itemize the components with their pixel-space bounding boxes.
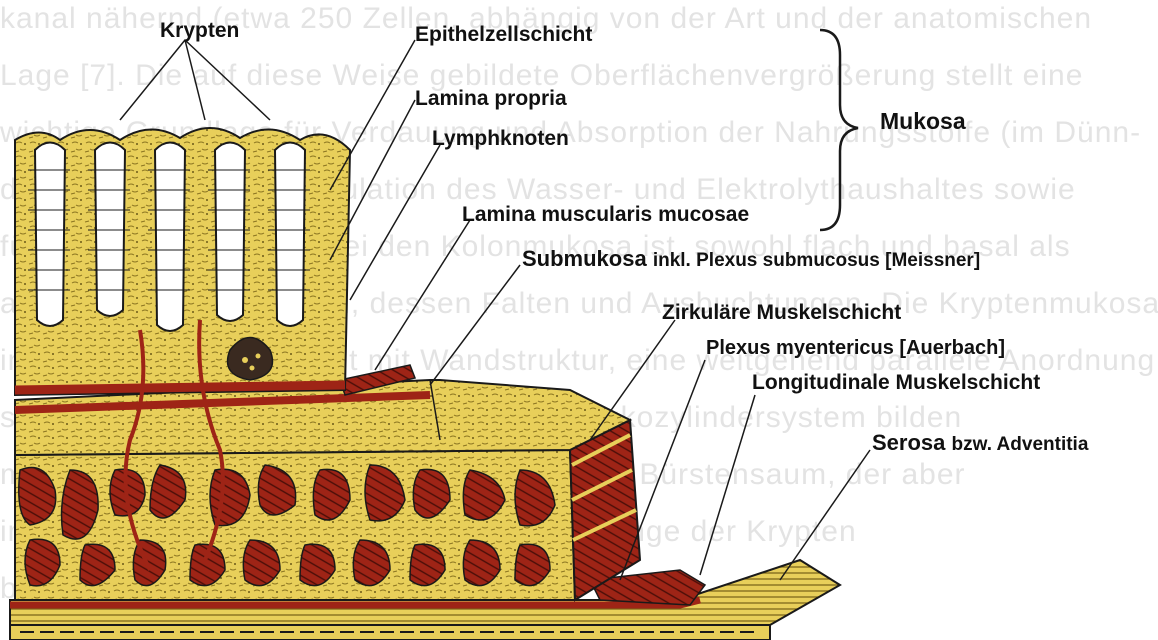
label-submukosa: Submukosa inkl. Plexus submucosus [Meiss… <box>522 248 980 270</box>
label-submukosa-suffix: inkl. Plexus submucosus [Meissner] <box>653 250 980 271</box>
label-serosa-main: Serosa <box>872 430 945 455</box>
label-zirkulaere-muskelschicht: Zirkuläre Muskelschicht <box>662 302 901 323</box>
label-lamina-muscularis-mucosae: Lamina muscularis mucosae <box>462 204 749 225</box>
label-lymphknoten: Lymphknoten <box>432 128 569 149</box>
label-epithelzellschicht: Epithelzellschicht <box>415 24 592 45</box>
label-mukosa: Mukosa <box>880 110 966 133</box>
label-submukosa-main: Submukosa <box>522 246 647 271</box>
label-krypten: Krypten <box>160 20 239 41</box>
label-longitudinale-muskelschicht: Longitudinale Muskelschicht <box>752 372 1040 393</box>
label-lamina-propria: Lamina propria <box>415 88 567 109</box>
label-serosa: Serosa bzw. Adventitia <box>872 432 1088 454</box>
label-plexus-myentericus: Plexus myentericus [Auerbach] <box>706 338 1005 358</box>
label-serosa-suffix: bzw. Adventitia <box>952 434 1089 455</box>
